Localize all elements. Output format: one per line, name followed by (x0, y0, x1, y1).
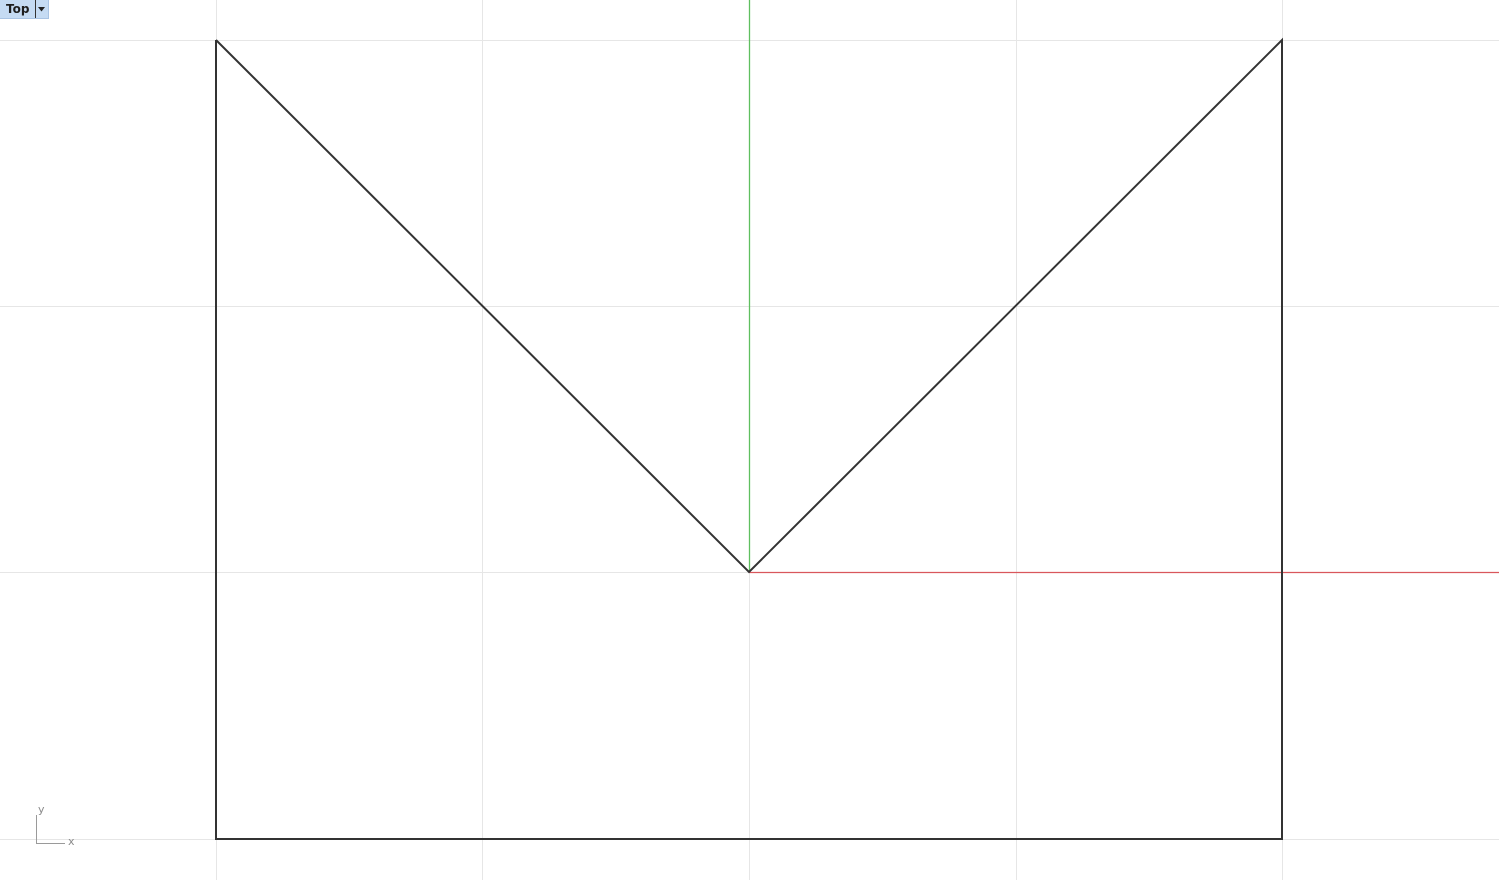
viewport-title-tab[interactable]: Top (0, 0, 50, 19)
chevron-down-icon (37, 6, 45, 11)
axis-icon-x-label: x (68, 835, 75, 848)
viewport-title-label[interactable]: Top (6, 2, 30, 16)
axis-icon: y x (36, 803, 75, 848)
axis-icon-y-label: y (38, 803, 45, 816)
polyline-curve[interactable] (215, 37, 1283, 840)
viewport-menu-button[interactable] (35, 0, 46, 18)
